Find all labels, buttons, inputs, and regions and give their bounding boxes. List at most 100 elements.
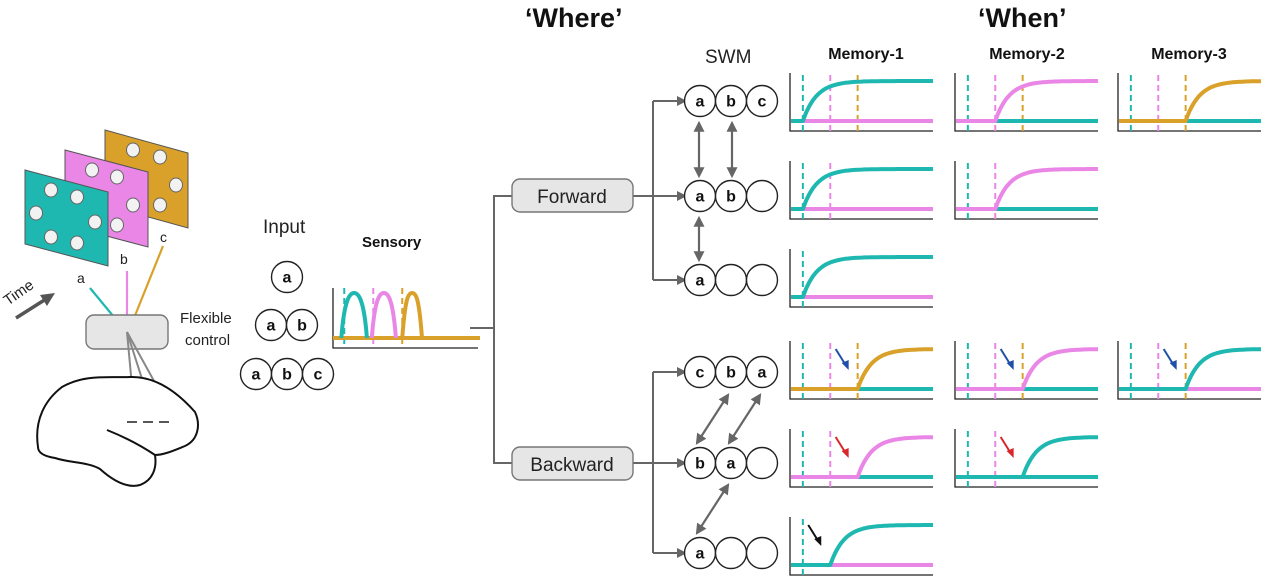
memory-3-title: Memory-3 [1151,46,1227,63]
memory-panel-bwd-cba-m1 [789,341,934,400]
memory-slot [745,179,779,213]
memory-panel-fwd-abc-m2 [954,73,1098,132]
input-title: Input [263,217,306,238]
forward-mode: Forward [511,178,634,213]
memory-panel-bwd-cba-m3 [1117,341,1262,400]
forward-label: Forward [537,187,607,208]
slot-label: b [726,94,736,111]
memory-panel-fwd-ab-m1 [789,161,933,220]
annotation-arrow-blue-icon [1162,348,1177,370]
trace-a [791,523,933,567]
panel-axes [1117,341,1261,400]
sensory-axes [332,288,478,349]
sensory-bump-c [400,290,424,339]
panel-axes [954,341,1098,400]
trace-a [956,435,1099,479]
trace-b [956,347,1099,391]
memory-panels [789,73,1262,576]
memory-slot [714,263,748,297]
memory-slot [745,446,779,480]
trace-b [956,167,1098,211]
when-header: ‘When’ [978,3,1067,33]
slot-label: a [283,270,292,287]
slot-label: c [696,365,705,382]
memory-1-title: Memory-1 [828,46,904,63]
frame-hole [110,217,124,233]
forward-box [511,178,634,213]
slot-label: b [297,318,307,335]
memory-slot [270,260,304,294]
frame-label-a: a [77,270,85,286]
slot-label: b [726,189,736,206]
annotation-arrow-blue-icon [999,348,1014,370]
sensory-bump-a [339,290,369,339]
panel-axes [1117,73,1261,132]
backward-label: Backward [530,455,613,476]
frame-hole [169,177,183,193]
panel-axes [954,161,1098,220]
memory-panel-bwd-a-m1 [789,517,933,576]
trace-a [1119,347,1262,391]
swm-title: SWM [705,47,751,68]
sensory-chart [332,288,480,349]
swm-backward-row-3: a [683,536,779,570]
frame-hole [29,205,43,221]
annotation-arrow-red-icon [999,436,1014,458]
memory-slot [745,355,779,389]
swm-transition-arrows [693,120,762,535]
trace-a [791,79,933,123]
frame-hole [85,162,99,178]
frame-label-b: b [120,251,128,267]
brain-icon [36,375,199,487]
memory-panel-fwd-a-m1 [789,249,933,308]
slot-label: a [267,318,276,335]
memory-panel-fwd-ab-m2 [954,161,1098,220]
backward-mode: Backward [511,446,634,481]
panel-axes [789,161,933,220]
swm-forward-row-3: a [683,263,779,297]
slot-label: a [252,367,261,384]
memory-2-title: Memory-2 [989,46,1065,63]
slot-label: a [696,94,705,111]
panel-axes [789,249,933,308]
slot-label: b [695,456,705,473]
frame-hole [153,149,167,165]
annotation-arrow-black-icon [807,524,822,546]
panel-axes [789,73,933,132]
panel-axes [954,73,1098,132]
slot-label: a [758,365,767,382]
memory-slot [714,536,748,570]
trace-b [791,435,934,479]
where-header: ‘Where’ [525,3,623,33]
memory-panel-bwd-ba-m2 [954,429,1099,488]
slot-label: b [726,365,736,382]
memory-slot [745,84,779,118]
frame-holes [29,142,183,251]
trace-b [956,79,1098,123]
frame-hole [44,229,58,245]
time-arrow-icon [15,293,55,320]
annotation-arrow-red-icon [834,436,849,458]
frame-label-c: c [160,229,167,245]
memory-slot [301,357,335,391]
frame-hole [153,197,167,213]
panel-axes [789,341,933,400]
annotation-arrow-blue-icon [834,348,849,370]
panel-axes [954,429,1098,488]
slot-label: a [696,273,705,290]
slot-label: c [758,94,767,111]
memory-slot [745,536,779,570]
frame-hole [88,214,102,230]
branch-connectors [470,96,687,558]
frame-hole [126,197,140,213]
frame-hole [70,189,84,205]
frame-hole [44,182,58,198]
stimulus-frames [24,129,189,267]
slot-label: c [314,367,323,384]
memory-panel-fwd-abc-m1 [789,73,933,132]
trace-a [791,255,933,299]
